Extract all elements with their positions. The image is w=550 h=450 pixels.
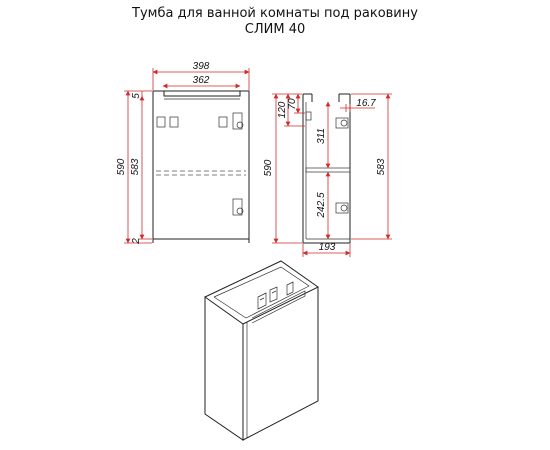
dim-depth: 193 [319, 242, 336, 253]
side-shelf [305, 167, 351, 173]
dim-top-offset-a: 120 [277, 101, 288, 118]
iso-top-outline [204, 260, 319, 298]
dim-side-body-height: 583 [376, 158, 387, 175]
iso-bracket-icon [257, 281, 294, 310]
iso-door-face [242, 286, 319, 441]
side-hinge-icon [335, 117, 349, 214]
dim-top-offset-b: 70 [287, 98, 298, 110]
front-view: 398 362 590 583 5 2 [116, 61, 250, 245]
model-name: СЛИМ 40 [244, 22, 306, 37]
dim-side-overall-height: 590 [263, 159, 274, 176]
dim-inner-width: 362 [193, 75, 210, 86]
side-cabinet-outline [302, 94, 351, 244]
dim-bottom-gap: 2 [131, 238, 142, 245]
isometric-view [204, 260, 319, 441]
dim-body-height: 583 [130, 158, 141, 175]
lower-hinge-icon [232, 198, 244, 216]
dim-top-gap: 5 [131, 93, 142, 99]
side-view: 120 70 16.7 311 242.5 590 583 193 [263, 93, 392, 257]
dim-lower-height: 242.5 [316, 192, 327, 218]
drawing-title: Тумба для ванной комнаты под раковину [132, 6, 418, 21]
iso-handle [251, 290, 306, 324]
dim-upper-height: 311 [316, 128, 327, 144]
dim-overall-width: 398 [193, 61, 210, 72]
dim-overall-height: 590 [116, 158, 127, 175]
iso-front-face [204, 296, 244, 441]
dim-back-depth: 16.7 [356, 98, 376, 109]
hinge-icon [156, 112, 244, 130]
front-top-edge [163, 90, 241, 97]
